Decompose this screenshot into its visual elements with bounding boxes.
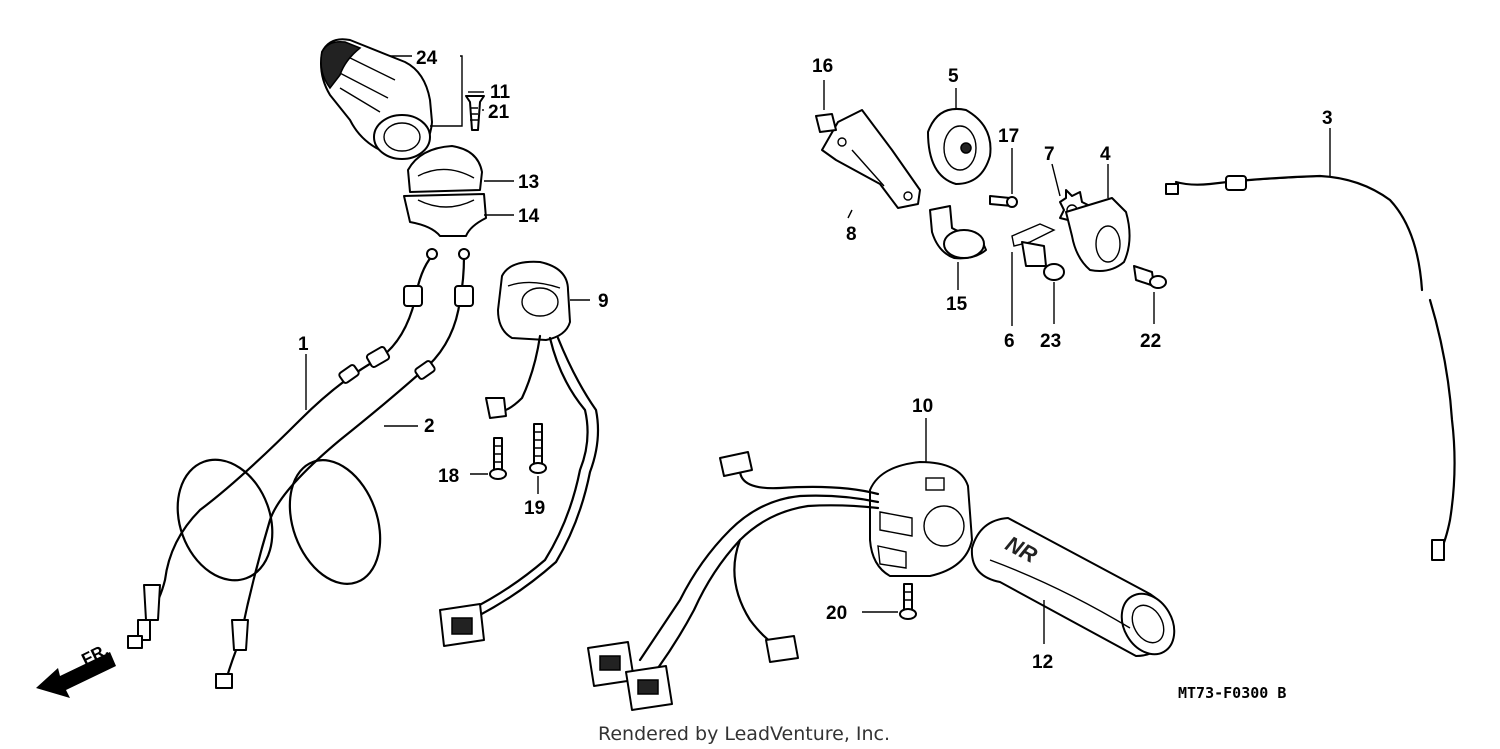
callout-21: 21 — [488, 102, 510, 123]
bolt-22[interactable] — [1133, 265, 1167, 289]
throttle-grip[interactable] — [320, 38, 433, 160]
left-grip[interactable]: NR — [970, 517, 1185, 664]
left-switch-harness[interactable] — [439, 334, 600, 647]
callout-5: 5 — [948, 66, 959, 87]
arrow-icon — [36, 652, 116, 698]
throttle-cable-1[interactable] — [127, 248, 438, 649]
callout-9: 9 — [598, 291, 609, 312]
callout-19: 19 — [524, 498, 545, 519]
callout-22: 22 — [1140, 331, 1161, 352]
footer-credit: Rendered by LeadVenture, Inc. — [598, 723, 890, 745]
callout-15: 15 — [946, 294, 968, 315]
diagram-code: MT73-F0300 B — [1178, 684, 1286, 702]
callout-6: 6 — [1004, 331, 1015, 352]
callout-4: 4 — [1100, 144, 1111, 165]
bolt-16[interactable] — [815, 113, 837, 133]
callout-2: 2 — [424, 416, 435, 437]
bolt-17[interactable] — [989, 195, 1018, 208]
callout-10: 10 — [912, 396, 933, 417]
bolt-23[interactable] — [1021, 241, 1065, 281]
callout-17: 17 — [998, 126, 1019, 147]
screw-19[interactable] — [529, 423, 547, 474]
callout-14: 14 — [518, 206, 540, 227]
throttle-housing-upper[interactable] — [407, 145, 483, 193]
screw-18[interactable] — [489, 437, 507, 480]
leader-lines — [305, 55, 1331, 644]
right-switch-housing[interactable] — [869, 461, 973, 577]
callout-16: 16 — [812, 56, 833, 77]
spring-6[interactable] — [1011, 223, 1056, 247]
callout-12: 12 — [1032, 652, 1053, 673]
clutch-cable[interactable] — [1165, 174, 1456, 561]
throttle-housing-lower[interactable] — [403, 193, 487, 237]
callout-11: 11 — [490, 82, 511, 103]
callout-24: 24 — [416, 48, 438, 69]
callout-labels: 1 2 3 4 5 6 7 8 9 10 11 12 13 14 15 16 1… — [298, 48, 1333, 673]
holder-15[interactable] — [929, 205, 987, 260]
left-switch-housing[interactable] — [497, 260, 571, 341]
callout-23: 23 — [1040, 331, 1061, 352]
callout-8: 8 — [846, 224, 857, 245]
callout-1: 1 — [298, 334, 309, 355]
front-direction-arrow: FR. — [36, 640, 116, 698]
screw-20[interactable] — [899, 583, 917, 620]
screw-21[interactable] — [465, 95, 485, 131]
callout-7: 7 — [1044, 144, 1055, 165]
bracket-8[interactable] — [821, 109, 921, 209]
callout-13: 13 — [518, 172, 539, 193]
clutch-lever-cover-4[interactable] — [1065, 197, 1131, 272]
callout-3: 3 — [1322, 108, 1333, 129]
callout-18: 18 — [438, 466, 459, 487]
right-switch-harness[interactable] — [587, 451, 880, 711]
throttle-cable-2[interactable] — [215, 248, 474, 689]
callout-20: 20 — [826, 603, 847, 624]
switch-body-5[interactable] — [927, 108, 992, 185]
